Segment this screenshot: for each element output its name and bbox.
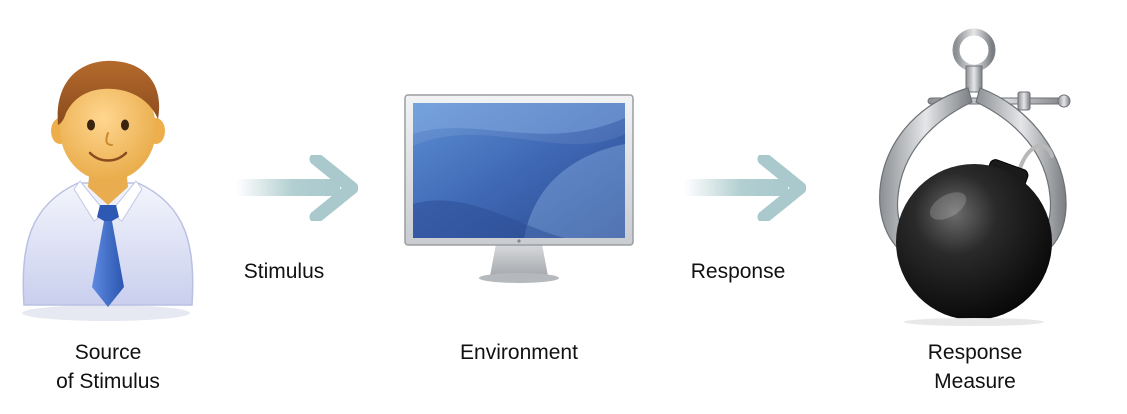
response-label: Response <box>690 260 786 283</box>
right-arrow-icon <box>236 155 358 221</box>
response-arrow <box>684 155 806 221</box>
stimulus-label: Stimulus <box>243 260 325 283</box>
environment-node <box>404 94 634 286</box>
environment-label: Environment <box>460 341 578 364</box>
measure-node <box>868 26 1078 326</box>
right-arrow-icon <box>684 155 806 221</box>
monitor-icon <box>404 94 634 283</box>
stimulus-arrow <box>236 155 358 221</box>
measure-label: Response Measure <box>927 341 1023 393</box>
source-node <box>18 55 198 323</box>
person-icon <box>22 60 194 321</box>
source-label: Source of Stimulus <box>56 341 160 393</box>
bomb-calipers-icon <box>879 28 1071 326</box>
